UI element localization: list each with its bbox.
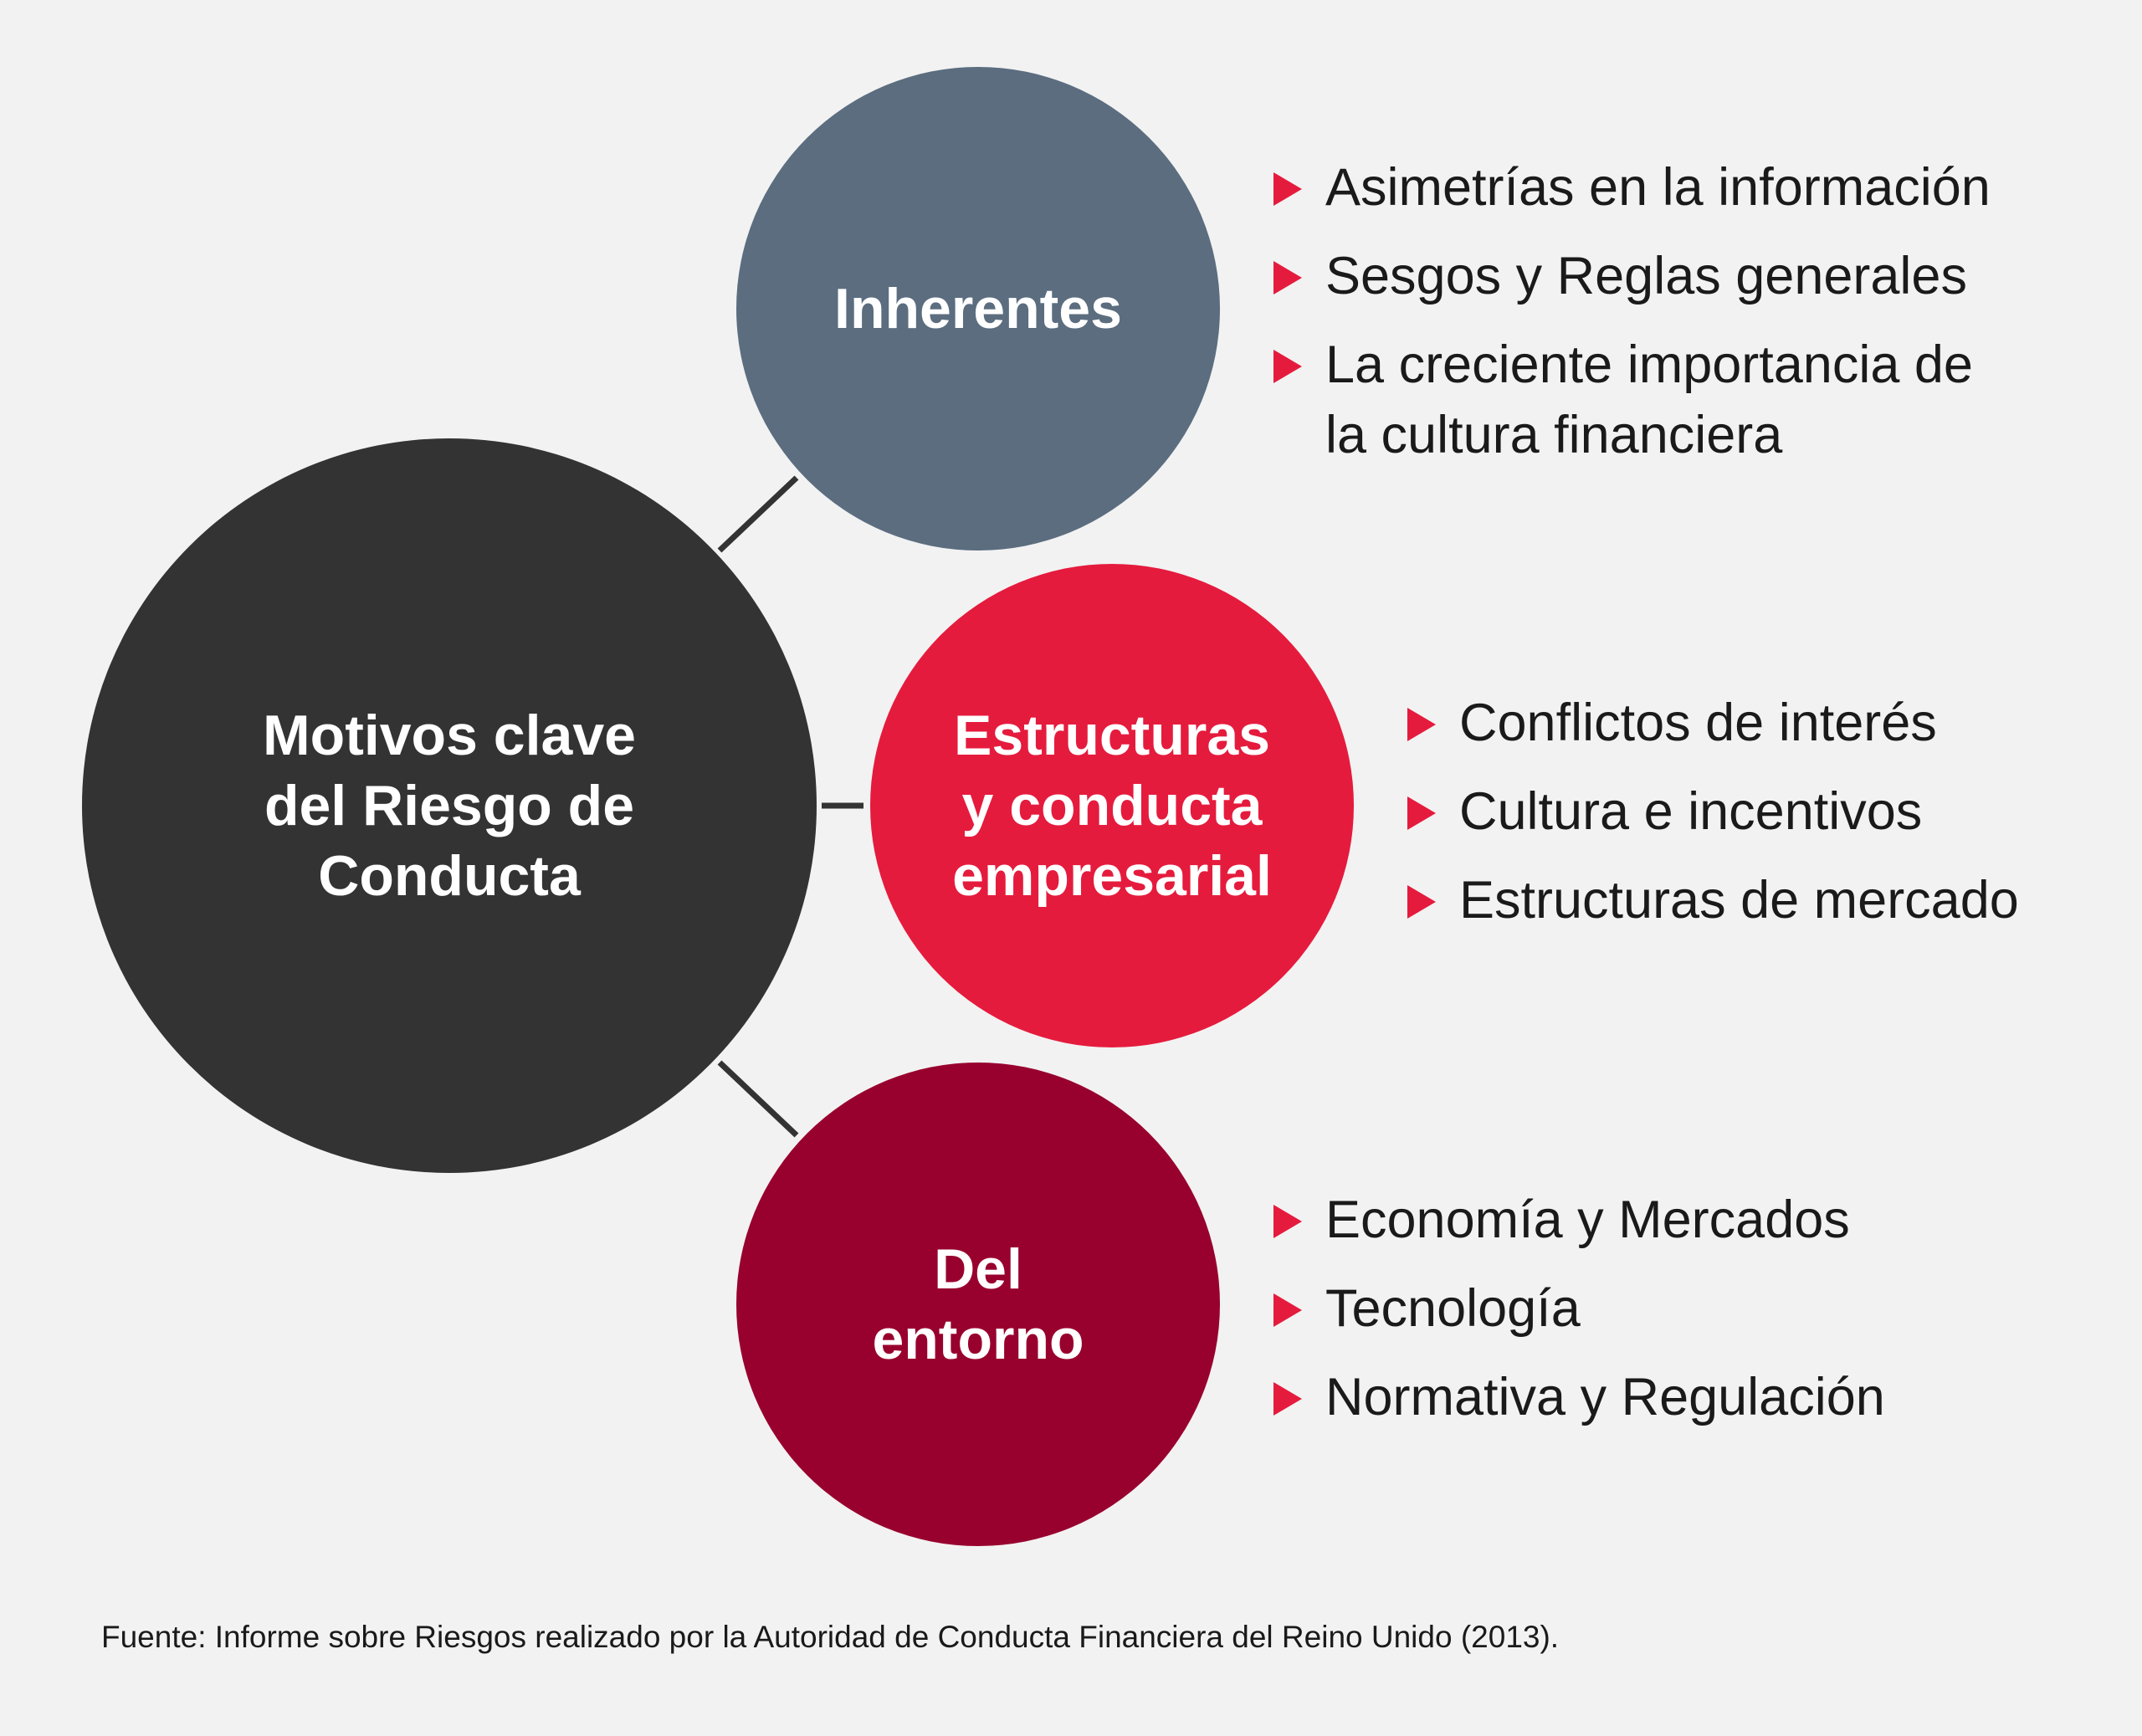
list-inherentes: Asimetrías en la información Sesgos y Re… — [1273, 152, 1991, 489]
item-text: Estructuras de mercado — [1459, 871, 2019, 929]
center-node: Motivos clave del Riesgo de Conducta — [82, 438, 817, 1173]
node-inherentes: Inherentes — [736, 67, 1220, 551]
triangle-bullet-icon — [1273, 261, 1302, 294]
connector-entorno — [717, 1060, 799, 1138]
item-text: Sesgos y Reglas generales — [1325, 247, 1967, 305]
node-label: Del entorno — [872, 1237, 1084, 1371]
node-entorno: Del entorno — [736, 1063, 1220, 1546]
node-label: Estructuras y conducta empresarial — [952, 704, 1272, 908]
triangle-bullet-icon — [1273, 350, 1302, 383]
item-text: Normativa y Regulación — [1325, 1368, 1885, 1426]
list-entorno: Economía y Mercados Tecnología Normativa… — [1273, 1185, 1885, 1451]
triangle-bullet-icon — [1407, 796, 1436, 830]
triangle-bullet-icon — [1273, 1205, 1302, 1238]
source-footnote: Fuente: Informe sobre Riesgos realizado … — [101, 1620, 1560, 1654]
list-item: Tecnología — [1273, 1273, 1885, 1344]
item-text: Tecnología — [1325, 1279, 1581, 1338]
list-item: Estructuras de mercado — [1407, 865, 2019, 935]
triangle-bullet-icon — [1273, 1382, 1302, 1416]
item-text: La creciente importancia de la cultura f… — [1325, 335, 1973, 464]
triangle-bullet-icon — [1273, 1293, 1302, 1327]
list-item: La creciente importancia de la cultura f… — [1273, 330, 1991, 470]
list-item: Economía y Mercados — [1273, 1185, 1885, 1255]
triangle-bullet-icon — [1407, 708, 1436, 741]
item-text: Cultura e incentivos — [1459, 782, 1923, 841]
item-text: Conflictos de interés — [1459, 694, 1937, 752]
item-text: Asimetrías en la información — [1325, 158, 1991, 217]
list-item: Normativa y Regulación — [1273, 1362, 1885, 1432]
list-estructuras: Conflictos de interés Cultura e incentiv… — [1407, 688, 2019, 954]
connector-inherentes — [717, 475, 799, 553]
list-item: Cultura e incentivos — [1407, 776, 2019, 847]
triangle-bullet-icon — [1273, 172, 1302, 206]
center-label: Motivos clave del Riesgo de Conducta — [263, 704, 636, 908]
node-label: Inherentes — [834, 277, 1122, 341]
item-text: Economía y Mercados — [1325, 1191, 1850, 1249]
list-item: Conflictos de interés — [1407, 688, 2019, 758]
node-estructuras: Estructuras y conducta empresarial — [870, 564, 1354, 1047]
list-item: Asimetrías en la información — [1273, 152, 1991, 223]
list-item: Sesgos y Reglas generales — [1273, 241, 1991, 311]
triangle-bullet-icon — [1407, 885, 1436, 919]
